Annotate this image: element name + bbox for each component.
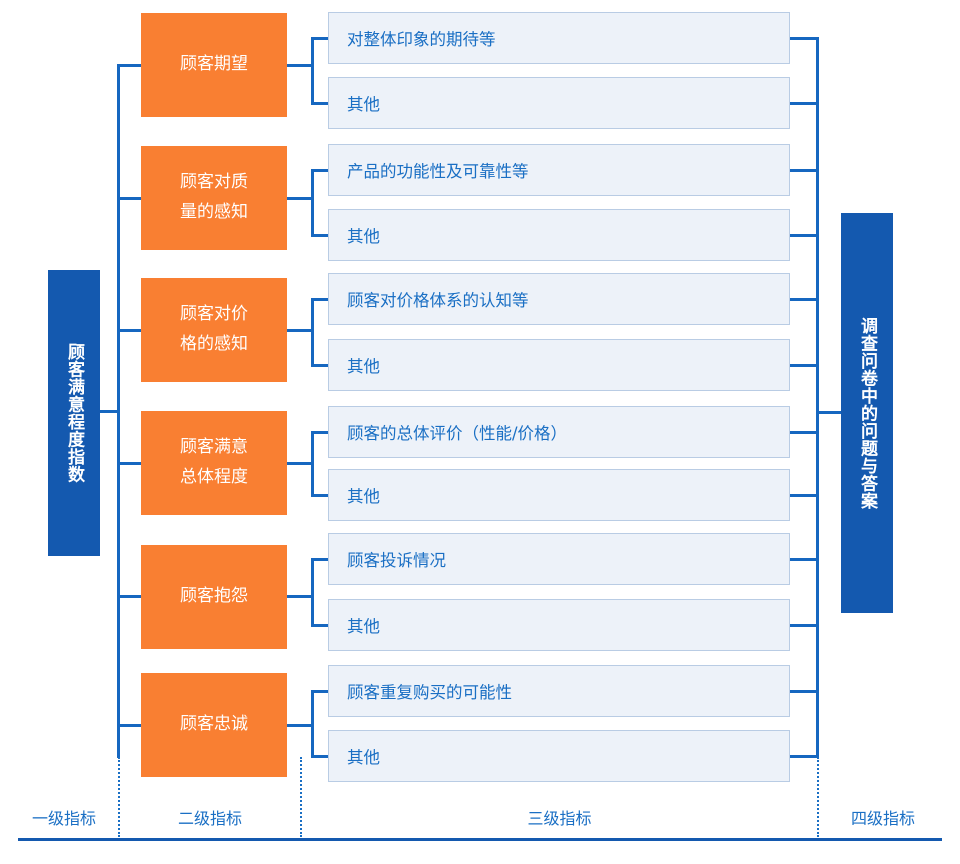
connector-level4-from-box4: [790, 234, 819, 237]
connector-group1-to-box1: [311, 37, 329, 40]
connector-level4-from-box3: [790, 169, 819, 172]
footer-label-level4-text: 四级指标: [850, 809, 915, 828]
connector-level4-from-box2: [790, 102, 819, 105]
footer-label-level3-text: 三级指标: [527, 809, 592, 828]
connector-level4-stub: [816, 411, 842, 414]
connector-group3-stem: [287, 329, 314, 332]
footer-baseline: [18, 838, 942, 841]
level2-node-1: 顾客期望: [141, 13, 287, 117]
connector-level2-branch-5: [117, 595, 142, 598]
level3-node-11: 顾客重复购买的可能性: [328, 665, 790, 717]
level2-node-1-label: 顾客期望: [180, 54, 248, 75]
level3-node-6-label: 其他: [347, 357, 380, 376]
level2-node-5: 顾客抱怨: [141, 545, 287, 649]
connector-level2-branch-4: [117, 462, 142, 465]
footer-divider-3: [817, 757, 819, 837]
level1-node-customer-satisfaction-index: 顾客满意程度指数: [48, 270, 100, 556]
connector-level2-trunk: [117, 65, 120, 758]
connector-group3-to-box1: [311, 298, 329, 301]
connector-group2-spine: [311, 170, 314, 236]
footer-label-level3: 三级指标: [302, 802, 817, 832]
level2-node-5-label: 顾客抱怨: [180, 586, 248, 607]
connector-group4-stem: [287, 462, 314, 465]
level2-node-2-label: 顾客对质 量的感知: [180, 172, 248, 222]
connector-group6-spine: [311, 691, 314, 757]
level3-node-12: 其他: [328, 730, 790, 782]
level2-node-6-label: 顾客忠诚: [180, 714, 248, 735]
level2-node-2: 顾客对质 量的感知: [141, 146, 287, 250]
connector-group4-to-box2: [311, 494, 329, 497]
connector-level2-branch-6: [117, 724, 142, 727]
level3-node-10: 其他: [328, 599, 790, 651]
connector-group2-stem: [287, 197, 314, 200]
footer-divider-2: [300, 757, 302, 837]
connector-group6-to-box2: [311, 755, 329, 758]
level3-node-3: 产品的功能性及可靠性等: [328, 144, 790, 196]
connector-level4-from-box8: [790, 494, 819, 497]
footer-label-level1-text: 一级指标: [31, 809, 96, 828]
level3-node-9: 顾客投诉情况: [328, 533, 790, 585]
level3-node-4-label: 其他: [347, 227, 380, 246]
connector-group6-to-box1: [311, 690, 329, 693]
connector-level4-from-box9: [790, 558, 819, 561]
level3-node-1: 对整体印象的期待等: [328, 12, 790, 64]
level3-node-9-label: 顾客投诉情况: [347, 551, 446, 570]
connector-group4-spine: [311, 432, 314, 496]
footer-label-level2-text: 二级指标: [177, 809, 242, 828]
level3-node-12-label: 其他: [347, 748, 380, 767]
connector-level4-from-box6: [790, 364, 819, 367]
level3-node-5: 顾客对价格体系的认知等: [328, 273, 790, 325]
connector-level2-branch-3: [117, 329, 142, 332]
connector-group1-stem: [287, 64, 314, 67]
level3-node-6: 其他: [328, 339, 790, 391]
footer-label-level4: 四级指标: [819, 802, 947, 832]
level3-node-1-label: 对整体印象的期待等: [347, 30, 496, 49]
level3-node-7: 顾客的总体评价（性能/价格）: [328, 406, 790, 458]
level3-node-3-label: 产品的功能性及可靠性等: [347, 162, 529, 181]
connector-level4-from-box7: [790, 431, 819, 434]
level3-node-10-label: 其他: [347, 617, 380, 636]
connector-group2-to-box1: [311, 169, 329, 172]
connector-group1-to-box2: [311, 102, 329, 105]
level3-node-4: 其他: [328, 209, 790, 261]
connector-group4-to-box1: [311, 431, 329, 434]
level2-node-3-label: 顾客对价 格的感知: [180, 304, 248, 354]
level2-node-4: 顾客满意 总体程度: [141, 411, 287, 515]
connector-level2-branch-2: [117, 197, 142, 200]
connector-group1-spine: [311, 38, 314, 104]
level3-node-7-label: 顾客的总体评价（性能/价格）: [347, 424, 568, 443]
connector-group5-to-box2: [311, 624, 329, 627]
level2-node-6: 顾客忠诚: [141, 673, 287, 777]
connector-group6-stem: [287, 724, 314, 727]
level2-node-3: 顾客对价 格的感知: [141, 278, 287, 382]
connector-level4-trunk: [816, 37, 819, 758]
connector-group2-to-box2: [311, 234, 329, 237]
connector-level2-branch-1: [117, 64, 142, 67]
connector-level4-from-box12: [790, 755, 819, 758]
connector-group5-spine: [311, 559, 314, 626]
connector-group5-to-box1: [311, 558, 329, 561]
connector-group3-to-box2: [311, 364, 329, 367]
level2-node-4-label: 顾客满意 总体程度: [180, 437, 248, 487]
level3-node-2-label: 其他: [347, 95, 380, 114]
footer-label-level2: 二级指标: [120, 802, 300, 832]
connector-level4-from-box11: [790, 690, 819, 693]
level4-node-survey-questions-and-answers: 调查问卷中的问题与答案: [841, 213, 893, 613]
level3-node-2: 其他: [328, 77, 790, 129]
connector-level4-from-box5: [790, 298, 819, 301]
connector-group5-stem: [287, 595, 314, 598]
footer-label-level1: 一级指标: [10, 802, 118, 832]
level3-node-8-label: 其他: [347, 487, 380, 506]
level3-node-5-label: 顾客对价格体系的认知等: [347, 291, 529, 310]
connector-level4-from-box10: [790, 624, 819, 627]
footer-divider-1: [118, 757, 120, 837]
connector-level4-from-box1: [790, 37, 819, 40]
level3-node-8: 其他: [328, 469, 790, 521]
connector-level1-stub: [100, 410, 120, 413]
connector-group3-spine: [311, 299, 314, 366]
level3-node-11-label: 顾客重复购买的可能性: [347, 683, 512, 702]
